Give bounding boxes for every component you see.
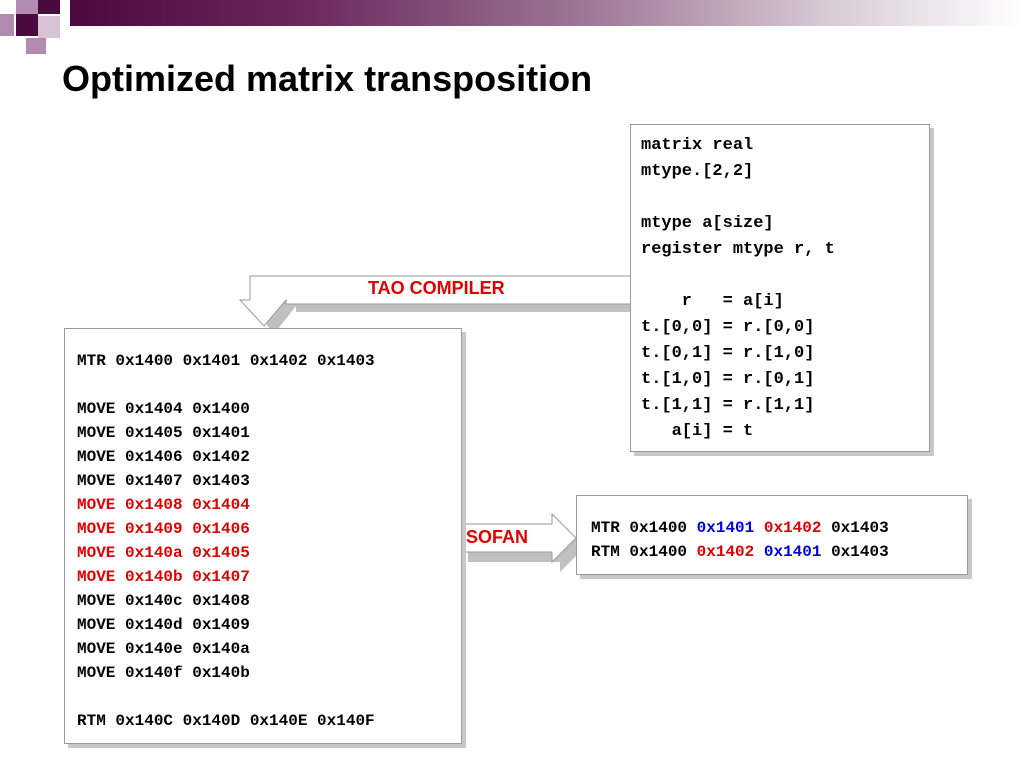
optimized-rtm-line: RTM 0x1400 0x1402 0x1401 0x1403 xyxy=(591,540,967,564)
code-line: t.[1,1] = r.[1,1] xyxy=(641,396,815,415)
tao-compiler-label: TAO COMPILER xyxy=(368,278,505,298)
decor-square xyxy=(0,14,14,36)
code-line xyxy=(641,185,929,211)
op: RTM xyxy=(591,543,620,561)
asm-line: MOVE 0x140c 0x1408 xyxy=(77,592,250,610)
addr-blue: 0x1401 xyxy=(763,543,822,561)
asm-line: MOVE 0x140f 0x140b xyxy=(77,664,250,682)
sofan-label: SOFAN xyxy=(466,527,529,547)
assembly-box: MTR 0x1400 0x1401 0x1402 0x1403 MOVE 0x1… xyxy=(64,328,462,744)
addr: 0x1400 xyxy=(629,519,688,537)
code-line xyxy=(641,263,929,289)
addr-red: 0x1402 xyxy=(696,543,755,561)
addr: 0x1400 xyxy=(629,543,688,561)
optimized-mtr-line: MTR 0x1400 0x1401 0x1402 0x1403 xyxy=(591,516,967,540)
asm-line: MOVE 0x140e 0x140a xyxy=(77,640,250,658)
asm-line: MOVE 0x1407 0x1403 xyxy=(77,472,250,490)
decor-square xyxy=(38,16,60,38)
asm-line-highlighted: MOVE 0x1408 0x1404 xyxy=(77,496,250,514)
decor-square xyxy=(38,0,60,14)
addr: 0x1403 xyxy=(831,519,889,537)
code-line: t.[0,1] = r.[1,0] xyxy=(641,344,815,363)
asm-line xyxy=(77,685,461,709)
asm-line: MTR 0x1400 0x1401 0x1402 0x1403 xyxy=(77,352,375,370)
op: MTR xyxy=(591,519,620,537)
asm-line: MOVE 0x140d 0x1409 xyxy=(77,616,250,634)
code-line: r = a[i] xyxy=(641,292,784,311)
tao-arrow xyxy=(238,275,633,327)
decor-square xyxy=(16,0,38,14)
code-line: mtype.[2,2] xyxy=(641,162,754,181)
source-code-box: matrix real mtype.[2,2] mtype a[size] re… xyxy=(630,124,930,452)
asm-line xyxy=(77,373,461,397)
asm-line: MOVE 0x1406 0x1402 xyxy=(77,448,250,466)
top-gradient-bar xyxy=(70,0,1024,26)
addr: 0x1403 xyxy=(831,543,889,561)
asm-line-highlighted: MOVE 0x140b 0x1407 xyxy=(77,568,250,586)
code-line: register mtype r, t xyxy=(641,240,835,259)
asm-line: MOVE 0x1405 0x1401 xyxy=(77,424,250,442)
addr-blue: 0x1401 xyxy=(696,519,755,537)
sofan-arrow xyxy=(459,512,577,564)
asm-line: MOVE 0x1404 0x1400 xyxy=(77,400,250,418)
optimized-box: MTR 0x1400 0x1401 0x1402 0x1403 RTM 0x14… xyxy=(576,495,968,575)
code-line: a[i] = t xyxy=(641,422,754,441)
code-line: t.[1,0] = r.[0,1] xyxy=(641,370,815,389)
addr-red: 0x1402 xyxy=(763,519,822,537)
code-line: t.[0,0] = r.[0,0] xyxy=(641,318,815,337)
decor-square xyxy=(26,38,46,54)
asm-line-highlighted: MOVE 0x140a 0x1405 xyxy=(77,544,250,562)
asm-line: RTM 0x140C 0x140D 0x140E 0x140F xyxy=(77,712,375,730)
code-line: mtype a[size] xyxy=(641,214,774,233)
code-line: matrix real xyxy=(641,136,754,155)
decor-square xyxy=(16,14,38,36)
asm-line-highlighted: MOVE 0x1409 0x1406 xyxy=(77,520,250,538)
slide-title: Optimized matrix transposition xyxy=(62,58,593,99)
